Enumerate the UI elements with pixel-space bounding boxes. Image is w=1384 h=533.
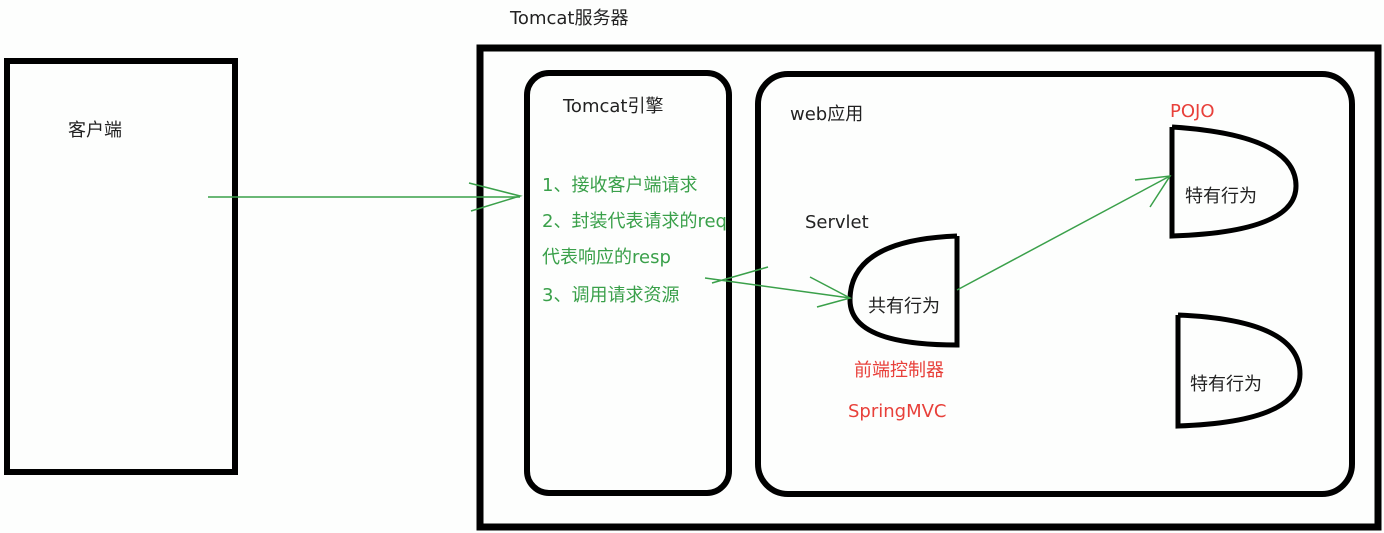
pojo-shape-1 xyxy=(1169,124,1299,239)
arrow-servlet-to-pojo xyxy=(956,175,1171,291)
engine-step-2b: 代表响应的resp xyxy=(542,247,671,268)
webapp-title: web应用 xyxy=(790,104,864,125)
engine-title: Tomcat引擎 xyxy=(563,96,664,117)
server-box xyxy=(476,44,1382,531)
webapp-box xyxy=(755,71,1355,497)
pojo-label: POJO xyxy=(1170,101,1215,122)
engine-step-2: 2、封装代表请求的req xyxy=(542,211,727,232)
servlet-shape xyxy=(847,233,960,348)
client-box xyxy=(4,58,238,475)
engine-box xyxy=(524,70,732,496)
pojo-shape-2 xyxy=(1175,312,1303,429)
servlet-shape-text: 共有行为 xyxy=(868,296,940,317)
arrowhead-pojo xyxy=(1134,175,1172,208)
engine-step-3: 3、调用请求资源 xyxy=(542,285,680,306)
arrow-cross-stroke xyxy=(711,266,769,284)
pojo-shape-text-2: 特有行为 xyxy=(1190,374,1262,395)
front-controller-note: 前端控制器 xyxy=(854,360,944,381)
pojo-shape-text-1: 特有行为 xyxy=(1185,186,1257,207)
engine-step-1: 1、接收客户端请求 xyxy=(542,175,698,196)
springmvc-note: SpringMVC xyxy=(848,401,947,422)
arrowhead-engine xyxy=(468,182,523,212)
arrowhead-servlet xyxy=(809,276,853,308)
servlet-label: Servlet xyxy=(805,212,869,233)
server-title: Tomcat服务器 xyxy=(510,8,629,29)
client-label: 客户端 xyxy=(68,120,122,141)
arrow-engine-to-servlet xyxy=(704,277,851,299)
